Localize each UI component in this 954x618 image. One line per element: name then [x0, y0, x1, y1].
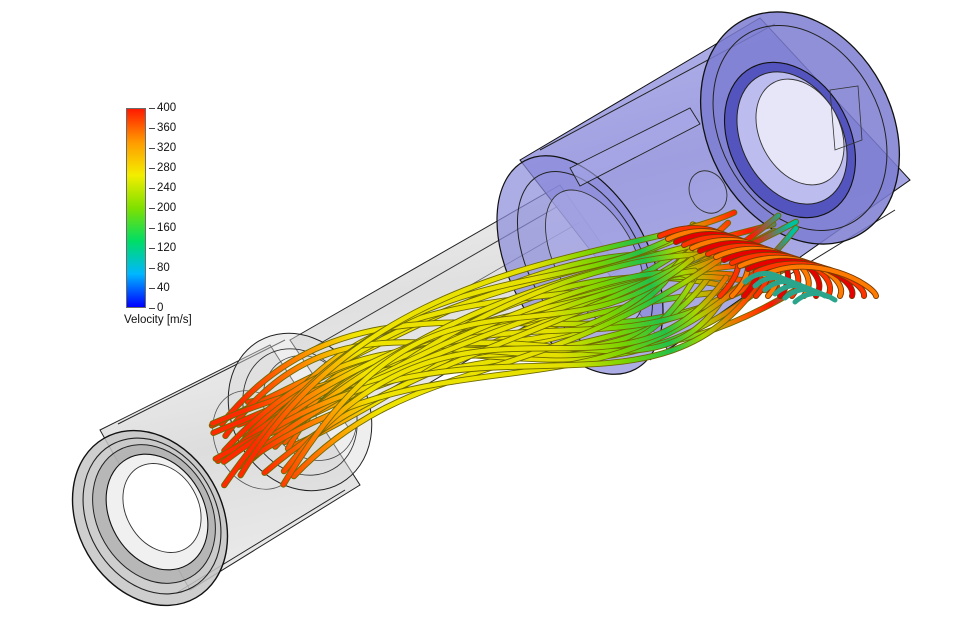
legend-tick [149, 188, 155, 189]
legend-tick-label: 200 [157, 202, 177, 214]
streamline [792, 291, 838, 305]
legend-tick [149, 248, 155, 249]
legend-tick-label: 360 [157, 122, 177, 134]
velocity-color-bar [126, 108, 146, 308]
legend-tick-label: 0 [157, 302, 164, 314]
legend-tick-label: 120 [157, 242, 177, 254]
legend-tick [149, 228, 155, 229]
legend-tick [149, 268, 155, 269]
flow-trajectories [208, 209, 879, 489]
legend-tick [149, 288, 155, 289]
legend-tick [149, 208, 155, 209]
legend-tick-label: 320 [157, 142, 177, 154]
legend-tick [149, 148, 155, 149]
streamline [221, 258, 775, 464]
legend-tick [149, 168, 155, 169]
legend-tick-label: 280 [157, 162, 177, 174]
streamline [281, 275, 729, 474]
legend-tick-label: 240 [157, 182, 177, 194]
legend-tick-label: 80 [157, 262, 170, 274]
streamline [761, 264, 879, 299]
legend-title: Velocity [m/s] [124, 314, 192, 326]
streamline [281, 257, 694, 487]
legend-tick-label: 40 [157, 282, 170, 294]
legend-tick [149, 308, 155, 309]
legend-tick [149, 108, 155, 109]
legend-tick-label: 400 [157, 102, 177, 114]
legend-tick-label: 160 [157, 222, 177, 234]
legend-tick [149, 128, 155, 129]
